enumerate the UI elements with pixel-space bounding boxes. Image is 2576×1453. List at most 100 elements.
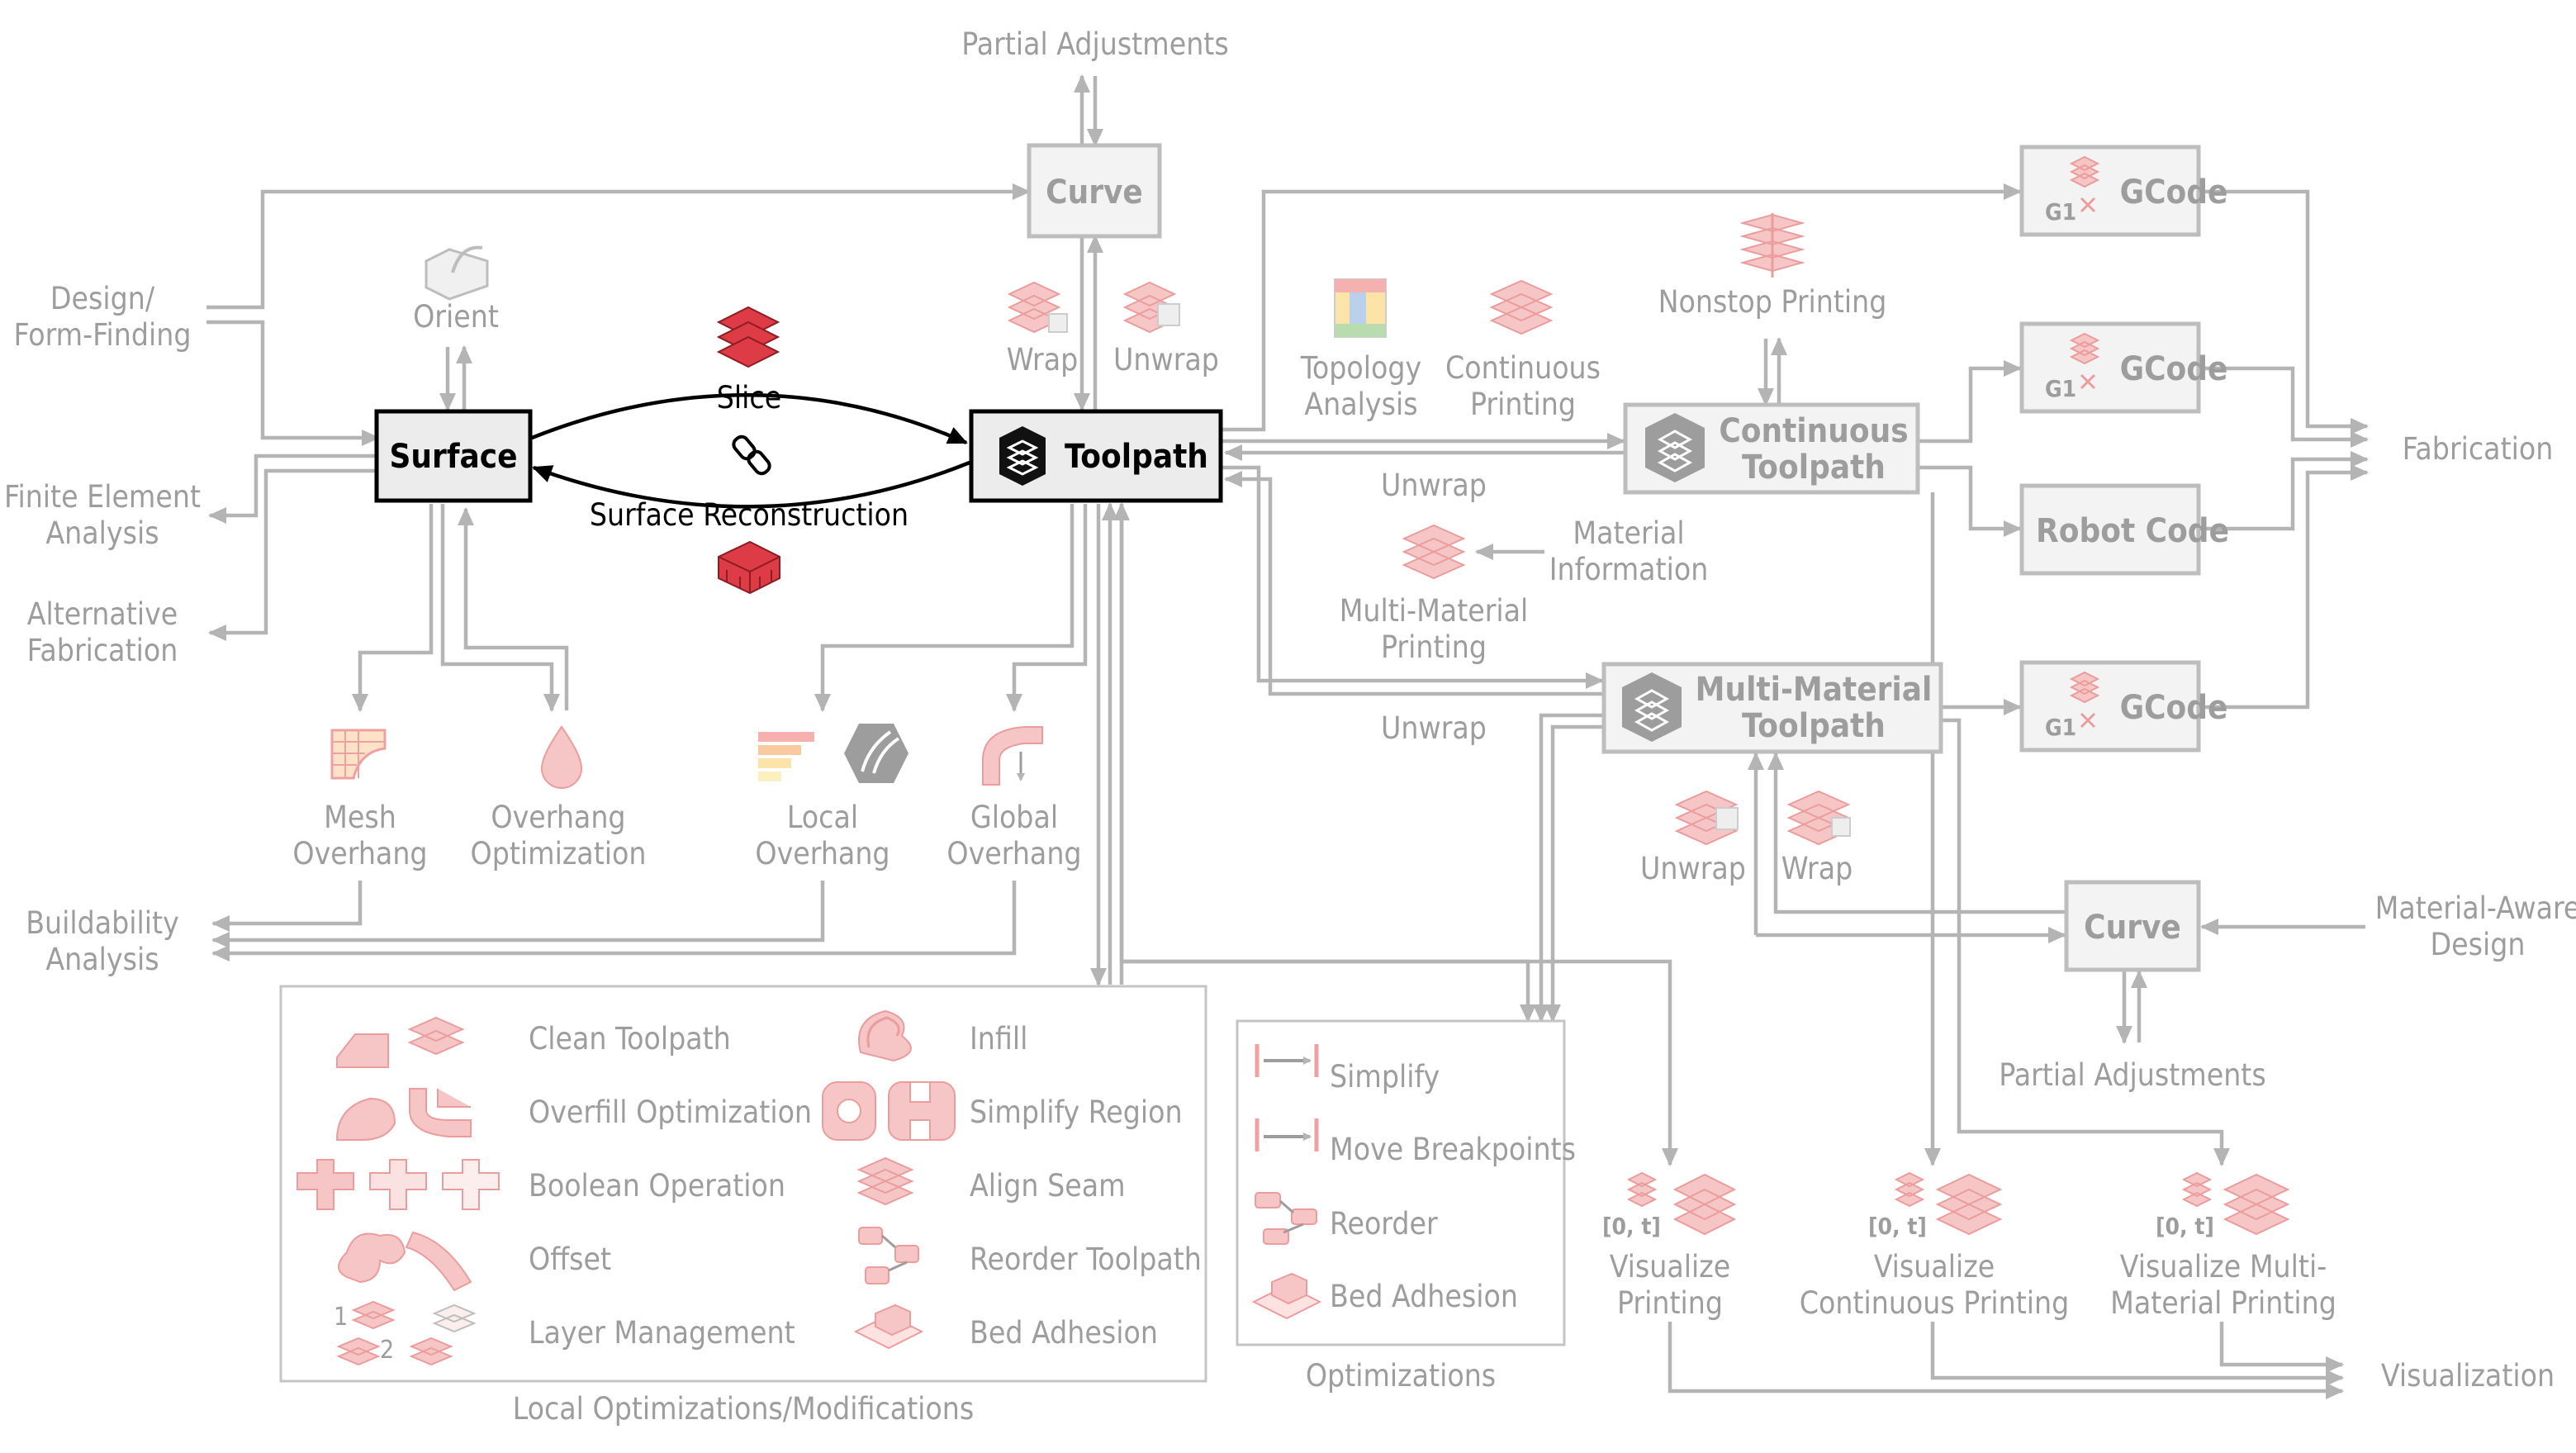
time-tag: [0, t] (1868, 1213, 1927, 1240)
align-seam-icon (856, 1156, 914, 1206)
multi-material-printing-label-1: Multi-Material (1340, 593, 1529, 629)
node-curve-bottom[interactable]: Curve (2064, 880, 2201, 972)
time-tag: [0, t] (2156, 1213, 2214, 1240)
mesh-overhang-label-1: Mesh (324, 800, 396, 835)
toolpath-icon (999, 426, 1046, 486)
global-overhang-label-1: Global (970, 800, 1058, 835)
gcode-icon (2069, 155, 2100, 213)
visualize-continuous-label-2: Continuous Printing (1800, 1285, 2070, 1321)
visualize-icon: [0, t] (1868, 1171, 2003, 1240)
op-boolean-operation[interactable]: Boolean Operation (529, 1168, 785, 1204)
gcode-1-label: GCode (2120, 173, 2228, 211)
continuous-toolpath-icon (1645, 413, 1705, 482)
toolpath-label: Toolpath (1065, 438, 1208, 476)
opt-move-breakpoints[interactable]: Move Breakpoints (1330, 1132, 1576, 1167)
op-layer-management[interactable]: Layer Management (529, 1315, 795, 1351)
optimizations-caption: Optimizations (1306, 1358, 1496, 1394)
layer-number-1: 1 (334, 1303, 348, 1332)
overfill-icon (335, 1088, 472, 1141)
bed-adhesion-icon (1251, 1272, 1322, 1320)
opt-bed-adhesion[interactable]: Bed Adhesion (1330, 1279, 1518, 1314)
simplify-region-icon (822, 1081, 956, 1141)
node-gcode-1[interactable]: G1 GCode (2019, 145, 2228, 237)
continuous-toolpath-label-1: Continuous (1719, 412, 1908, 450)
unwrap-mid-label: Unwrap (1381, 468, 1487, 503)
op-align-seam[interactable]: Align Seam (970, 1168, 1126, 1204)
unwrap-right-label: Unwrap (1640, 851, 1746, 886)
fea-label-1: Finite Element (4, 479, 201, 515)
time-tag: [0, t] (1602, 1213, 1661, 1240)
visualize-continuous-label-1: Visualize (1874, 1249, 1995, 1284)
reconstruction-icon (718, 540, 780, 595)
op-infill[interactable]: Infill (970, 1021, 1027, 1057)
link-icon (732, 434, 771, 476)
node-gcode-3[interactable]: G1 GCode (2019, 660, 2228, 753)
topology-icon (1334, 278, 1387, 338)
multi-material-toolpath-label-2: Toolpath (1742, 707, 1886, 745)
node-curve-top[interactable]: Curve (1027, 143, 1162, 239)
mesh-overhang-icon (330, 729, 387, 780)
topology-analysis-label-2: Analysis (1304, 387, 1417, 422)
visualize-printing-label-2: Printing (1617, 1285, 1723, 1321)
node-gcode-2[interactable]: G1 GCode (2019, 321, 2228, 414)
unwrap-icon (1122, 281, 1180, 334)
visualize-icon: [0, t] (1602, 1171, 1737, 1240)
move-breakpoints-icon (1255, 1118, 1319, 1151)
curve-bottom-label: Curve (2084, 909, 2181, 947)
slice-label[interactable]: Slice (717, 380, 781, 415)
continuous-printing-label-2: Printing (1470, 387, 1576, 422)
gcode-icon (2069, 332, 2100, 390)
layer-number-2: 2 (380, 1336, 394, 1365)
global-overhang-label-2: Overhang (946, 836, 1081, 871)
continuous-printing-icon (1489, 279, 1554, 335)
fea-label-2: Analysis (45, 515, 159, 551)
opt-simplify[interactable]: Simplify (1330, 1059, 1440, 1094)
op-simplify-region[interactable]: Simplify Region (970, 1094, 1183, 1130)
labels: Partial Adjustments Design/ Form-Finding… (4, 26, 2576, 1427)
overhang-drop-icon (540, 725, 583, 789)
op-offset[interactable]: Offset (529, 1242, 611, 1277)
local-overhang-label-1: Local (787, 800, 858, 835)
nonstop-icon (1739, 213, 1805, 278)
op-reorder-toolpath[interactable]: Reorder Toolpath (970, 1242, 1202, 1277)
topology-analysis-label-1: Topology (1300, 350, 1421, 386)
unwrap-low-label: Unwrap (1381, 710, 1487, 746)
gcode-icon (2069, 671, 2100, 729)
op-bed-adhesion[interactable]: Bed Adhesion (970, 1315, 1158, 1351)
visualize-icon: [0, t] (2156, 1171, 2290, 1240)
slice-arrows (531, 393, 970, 509)
local-ops-list: Clean Toolpath Overfill Optimization Boo… (529, 1021, 1202, 1351)
gcode-2-label: GCode (2120, 350, 2228, 388)
wrap-right-label: Wrap (1781, 851, 1853, 886)
visualize-multi-label-2: Material Printing (2110, 1285, 2336, 1321)
local-overhang-icon (758, 724, 908, 783)
layers-icon (1402, 524, 1466, 580)
material-aware-design-label-1: Material-Aware (2375, 890, 2576, 926)
multi-material-toolpath-label-1: Multi-Material (1696, 671, 1933, 709)
visualize-printing-label-1: Visualize (1610, 1249, 1731, 1284)
continuous-toolpath-label-2: Toolpath (1742, 449, 1886, 487)
partial-adjustments-top-label: Partial Adjustments (961, 26, 1228, 62)
visualization-label: Visualization (2381, 1358, 2555, 1394)
gcode-3-label: GCode (2120, 689, 2228, 727)
robot-code-label: Robot Code (2036, 512, 2229, 550)
node-robot-code[interactable]: Robot Code (2019, 483, 2229, 576)
local-optimizations-caption: Local Optimizations/Modifications (513, 1391, 975, 1427)
op-clean-toolpath[interactable]: Clean Toolpath (529, 1021, 731, 1057)
unwrap-top-label: Unwrap (1113, 342, 1219, 377)
node-multi-material-toolpath[interactable]: Multi-Material Toolpath (1601, 662, 1943, 754)
node-continuous-toolpath[interactable]: Continuous Toolpath (1623, 402, 1920, 495)
g1-tag: G1 (2045, 375, 2076, 402)
overhang-optimization-label-1: Overhang (491, 800, 625, 835)
opt-reorder[interactable]: Reorder (1330, 1206, 1438, 1242)
g1-tag: G1 (2045, 198, 2076, 226)
node-surface[interactable]: Surface (374, 409, 533, 503)
partial-adjustments-bottom-label: Partial Adjustments (1999, 1057, 2265, 1093)
node-toolpath[interactable]: Toolpath (969, 409, 1223, 503)
op-overfill-optimization[interactable]: Overfill Optimization (529, 1094, 812, 1130)
design-label-1: Design/ (50, 281, 155, 316)
surface-reconstruction-label[interactable]: Surface Reconstruction (590, 497, 908, 533)
visualize-multi-label-1: Visualize Multi- (2120, 1249, 2327, 1284)
